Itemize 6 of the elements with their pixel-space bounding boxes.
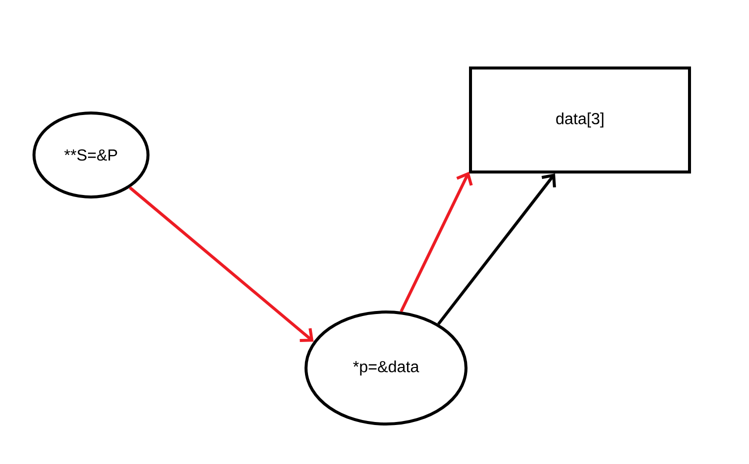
arrow <box>128 186 314 342</box>
rectangle-box: data[3] <box>469 66 691 174</box>
arrow <box>400 172 473 312</box>
ellipse-node: *p=&data <box>304 310 468 426</box>
arrow <box>437 174 556 325</box>
ellipse-node: **S=&P <box>32 112 150 198</box>
